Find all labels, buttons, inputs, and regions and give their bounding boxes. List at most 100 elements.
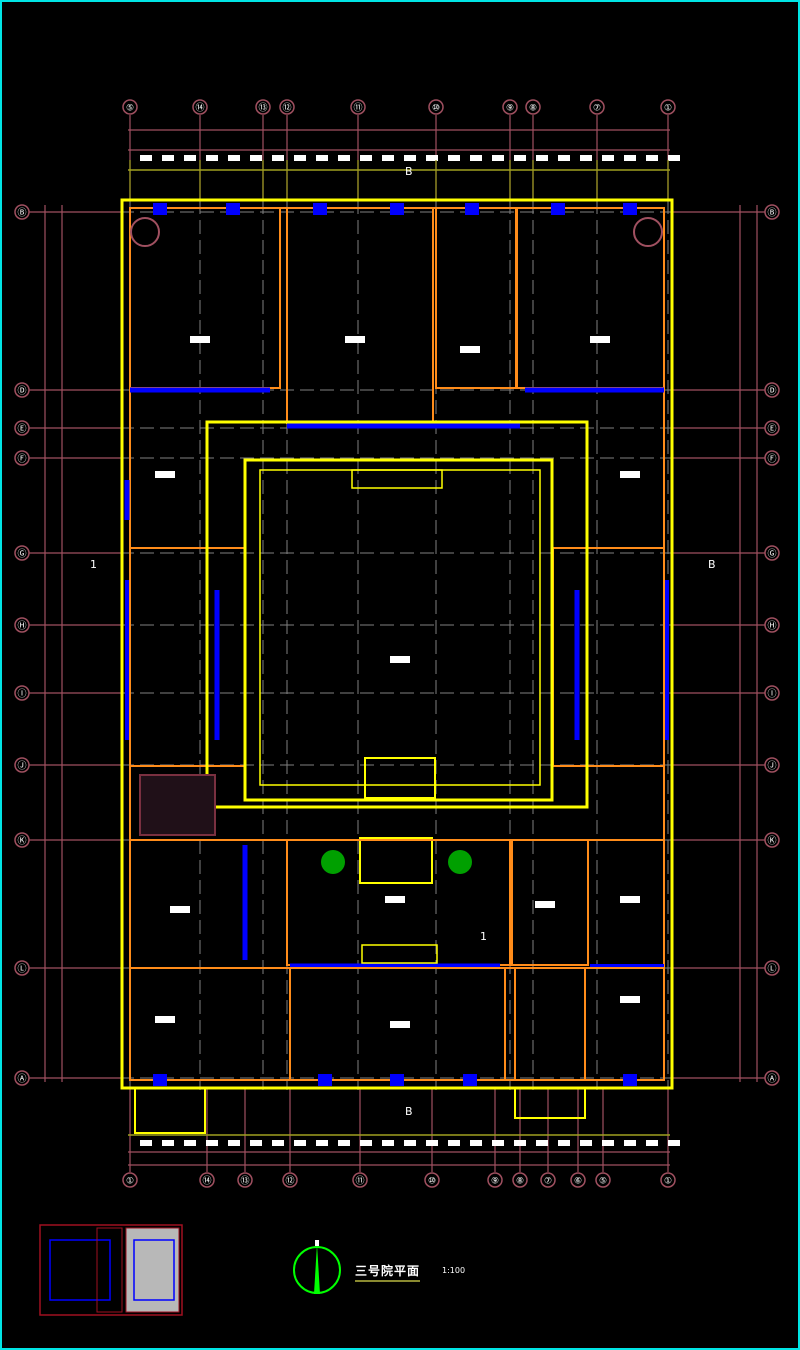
window	[313, 203, 327, 215]
bottom-axis-bubble-label: ⑧	[516, 1177, 524, 1187]
key-plan-cell	[96, 1227, 123, 1313]
top-axis-bubble-label: ⑤	[126, 104, 134, 114]
left-axis-bubble-label: Ⓛ	[17, 964, 26, 975]
dimension-text	[184, 155, 196, 161]
dimension-text	[492, 155, 504, 161]
bottom-axis-bubble-label: ⑨	[491, 1177, 499, 1187]
dimension-text	[250, 155, 262, 161]
dimension-text	[272, 1140, 284, 1146]
right-axis-bubble	[764, 685, 780, 701]
dimension-text	[646, 1140, 658, 1146]
inner-wall-line	[129, 207, 665, 1081]
bottom-axis-bubble	[282, 1172, 298, 1188]
top-axis-bubble	[589, 99, 605, 115]
dimension-text	[580, 155, 592, 161]
room-wall	[552, 547, 665, 767]
room-wall	[514, 967, 586, 1081]
room-wall	[435, 207, 517, 389]
right-axis-bubble	[764, 382, 780, 398]
steps	[351, 469, 443, 489]
right-axis-bubble-label: Ⓑ	[767, 208, 776, 219]
top-axis-bubble-label: ⑦	[593, 104, 601, 114]
bottom-axis-bubble-label: ①	[126, 1177, 134, 1187]
entry-step	[514, 1087, 586, 1119]
dimension-text	[294, 1140, 306, 1146]
bottom-axis-bubble	[122, 1172, 138, 1188]
right-axis-bubble	[764, 757, 780, 773]
top-axis-bubble	[502, 99, 518, 115]
room-label	[620, 996, 640, 1003]
room-label	[620, 471, 640, 478]
bottom-axis-bubble-label: ①	[664, 1177, 672, 1187]
dimension-text	[668, 1140, 680, 1146]
room-label	[590, 336, 610, 343]
window	[463, 1074, 477, 1086]
window	[153, 203, 167, 215]
dimension-text	[140, 1140, 152, 1146]
bottom-axis-bubble	[512, 1172, 528, 1188]
dimension-text	[206, 1140, 218, 1146]
key-plan-frame	[39, 1224, 183, 1316]
top-axis-bubble	[192, 99, 208, 115]
bottom-axis-bubble	[570, 1172, 586, 1188]
top-axis-bubble	[660, 99, 676, 115]
dimension-text	[536, 1140, 548, 1146]
right-axis-bubble-label: Ⓛ	[767, 964, 776, 975]
room-label	[620, 896, 640, 903]
dimension-text	[162, 1140, 174, 1146]
left-axis-bubble	[14, 757, 30, 773]
right-axis-bubble-label: Ⓐ	[767, 1074, 776, 1085]
right-axis-bubble	[764, 545, 780, 561]
left-axis-bubble-label: Ⓗ	[17, 621, 26, 632]
dimension-text	[404, 155, 416, 161]
window	[226, 203, 240, 215]
right-axis-bubble-label: Ⓙ	[767, 761, 776, 772]
right-axis-bubble-label: Ⓕ	[767, 454, 776, 465]
bottom-axis-bubble-label: ⑥	[574, 1177, 582, 1187]
dimension-text	[316, 1140, 328, 1146]
dimension-text	[360, 155, 372, 161]
gate-steps	[364, 757, 436, 799]
right-axis-bubble-label: Ⓚ	[767, 836, 776, 847]
courtyard-inner-line	[259, 469, 541, 786]
left-axis-bubble	[14, 832, 30, 848]
bottom-axis-bubble	[199, 1172, 215, 1188]
round-window	[633, 217, 663, 247]
room-label	[345, 336, 365, 343]
dimension-text	[492, 1140, 504, 1146]
top-axis-bubble-label: ⑩	[432, 104, 440, 114]
right-axis-bubble-label: Ⓔ	[767, 424, 776, 435]
top-axis-bubble-label: ⑧	[529, 104, 537, 114]
top-axis-bubble	[525, 99, 541, 115]
bottom-axis-bubble-label: ⑤	[599, 1177, 607, 1187]
left-axis-bubble-label: Ⓔ	[17, 424, 26, 435]
bottom-axis-bubble-label: ⑫	[285, 1176, 294, 1187]
section-mark: 1	[90, 558, 97, 571]
top-axis-bubble	[279, 99, 295, 115]
entry-step	[134, 1087, 206, 1134]
dimension-text	[140, 155, 152, 161]
room-label	[155, 1016, 175, 1023]
dimension-text	[382, 1140, 394, 1146]
north-arrow-pointer	[314, 1244, 320, 1294]
tree-icon	[448, 850, 472, 874]
top-axis-bubble-label: ⑭	[195, 103, 204, 114]
right-axis-bubble	[764, 960, 780, 976]
bottom-axis-bubble-label: ⑦	[544, 1177, 552, 1187]
left-axis-bubble-label: Ⓑ	[17, 208, 26, 219]
courtyard-wall	[243, 458, 554, 802]
dimension-text	[448, 1140, 460, 1146]
key-plan-building	[133, 1239, 175, 1301]
right-axis-bubble	[764, 204, 780, 220]
room-wall	[509, 839, 589, 966]
right-axis-bubble	[764, 450, 780, 466]
left-axis-bubble	[14, 450, 30, 466]
left-axis-bubble-label: Ⓐ	[17, 1074, 26, 1085]
section-mark: B	[405, 1105, 413, 1118]
dimension-text	[646, 155, 658, 161]
bottom-axis-bubble	[352, 1172, 368, 1188]
bottom-axis-bubble	[595, 1172, 611, 1188]
dimension-text	[558, 155, 570, 161]
round-window	[130, 217, 160, 247]
